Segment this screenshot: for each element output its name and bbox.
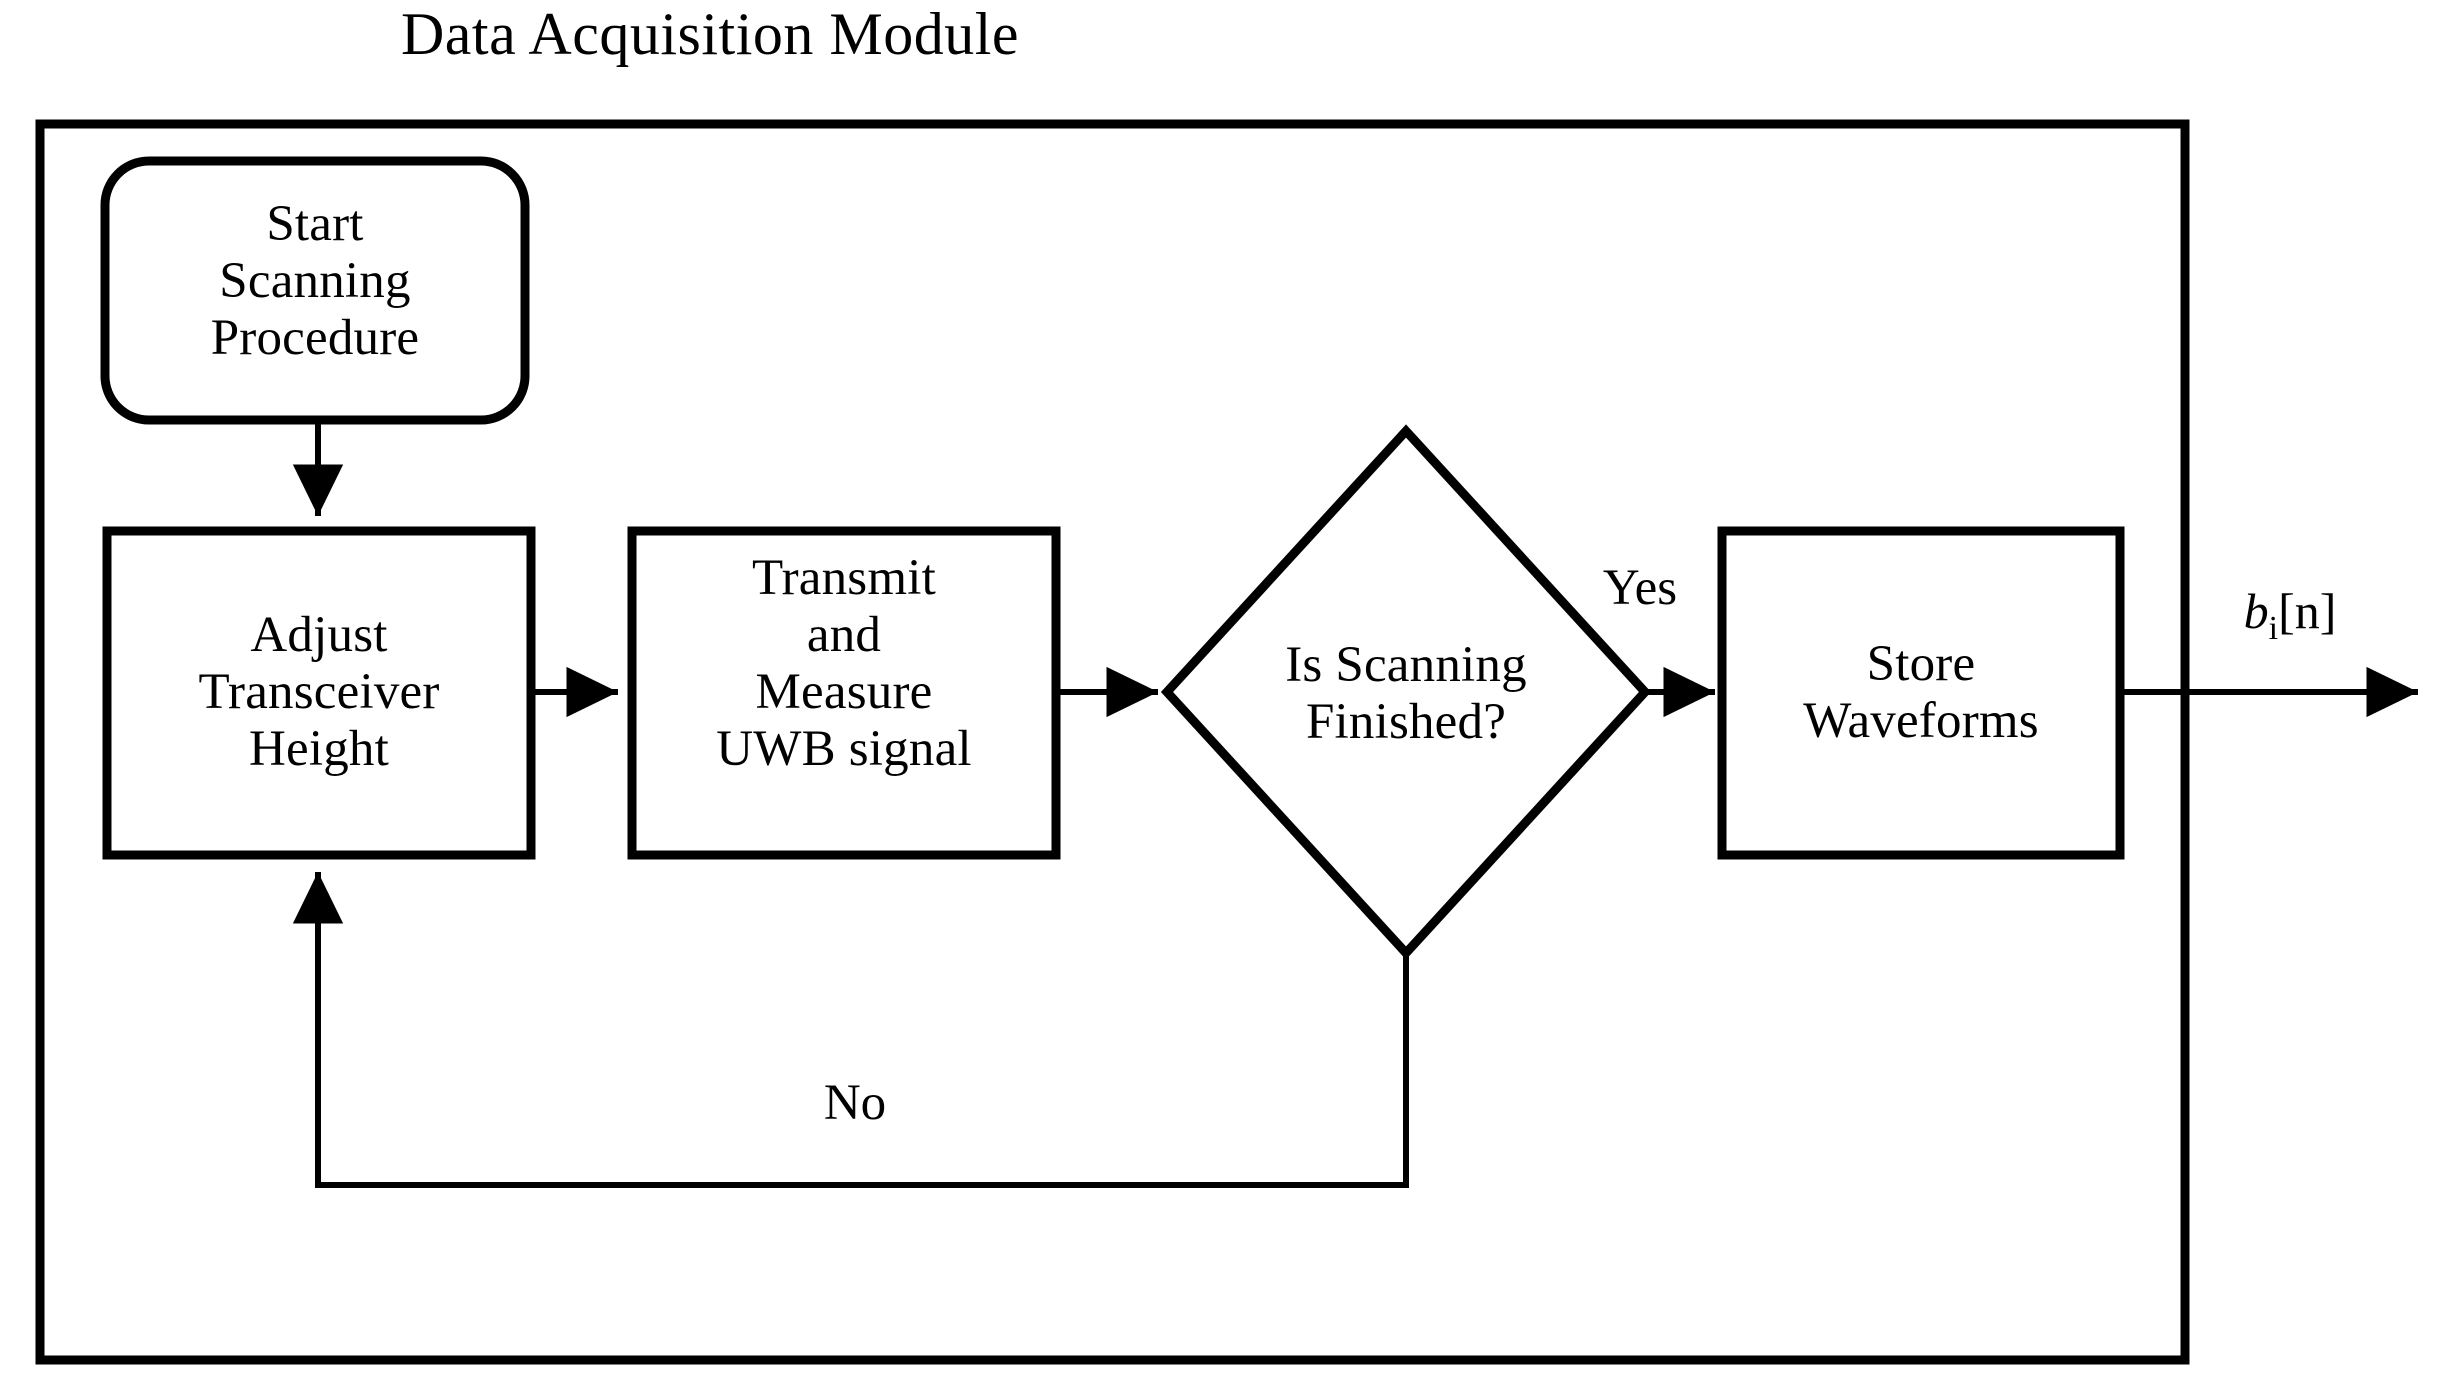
edge-decision-no-feedback bbox=[292, 872, 1409, 1188]
node-adjust-shape bbox=[102, 526, 536, 860]
output-signal-label: bi[n] bbox=[2180, 583, 2400, 657]
edge-label-no: No bbox=[823, 1075, 887, 1131]
output-subscript: i bbox=[2268, 610, 2279, 647]
output-index: [n] bbox=[2278, 583, 2337, 639]
node-transmit-shape bbox=[627, 526, 1061, 860]
output-variable: b bbox=[2243, 583, 2269, 639]
figure-title: Data Acquisition Module bbox=[400, 1, 1020, 67]
edge-label-yes: Yes bbox=[1602, 560, 1678, 616]
node-store-shape bbox=[1717, 526, 2125, 860]
node-start-shape bbox=[100, 156, 530, 425]
